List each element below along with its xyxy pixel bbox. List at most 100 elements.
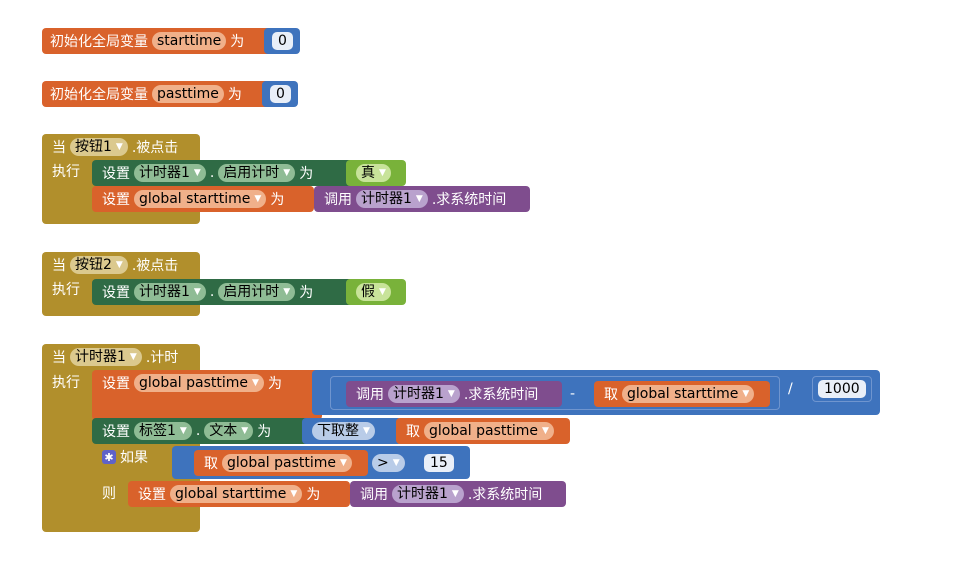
- dropdown-arrow-icon: ▼: [451, 489, 459, 499]
- dropdown-arrow-icon: ▼: [129, 352, 137, 362]
- call-label: 调用: [356, 387, 384, 403]
- component-dropdown[interactable]: 按钮2▼: [70, 256, 128, 274]
- set-property-block[interactable]: [92, 418, 310, 444]
- do-label: 执行: [52, 282, 80, 298]
- math-function-dropdown[interactable]: 下取整▼: [312, 422, 375, 440]
- dot-label: .: [209, 165, 215, 181]
- variable-dropdown[interactable]: global starttime▼: [622, 385, 755, 403]
- dot-label: .: [209, 284, 215, 300]
- variable-text: global pasttime: [227, 455, 337, 471]
- dropdown-arrow-icon: ▼: [415, 194, 423, 204]
- get-label: 取: [406, 424, 420, 440]
- component-dropdown[interactable]: 计时器1▼: [134, 164, 206, 182]
- when-label: 当: [52, 140, 66, 156]
- comparison-text: >: [377, 455, 389, 471]
- component-text: 计时器1: [361, 191, 412, 207]
- component-text: 计时器1: [139, 284, 190, 300]
- component-text: 计时器1: [139, 165, 190, 181]
- to-label: 为: [270, 192, 285, 208]
- component-dropdown[interactable]: 标签1▼: [134, 422, 192, 440]
- dropdown-arrow-icon: ▼: [447, 389, 455, 399]
- dropdown-arrow-icon: ▼: [290, 489, 298, 499]
- variable-dropdown[interactable]: global starttime▼: [170, 485, 303, 503]
- variable-text: global pasttime: [429, 423, 539, 439]
- set-label: 设置: [102, 424, 130, 440]
- var-name-field[interactable]: pasttime: [152, 85, 224, 103]
- variable-dropdown[interactable]: global pasttime▼: [424, 422, 554, 440]
- var-name-field[interactable]: starttime: [152, 32, 227, 50]
- variable-dropdown[interactable]: global pasttime▼: [222, 454, 352, 472]
- dropdown-arrow-icon: ▼: [283, 168, 291, 178]
- comparison-dropdown[interactable]: >▼: [372, 454, 405, 472]
- to-label: 为: [299, 285, 314, 301]
- property-dropdown[interactable]: 启用计时▼: [218, 164, 296, 182]
- get-label: 取: [204, 456, 218, 472]
- component-text: 按钮2: [75, 257, 112, 273]
- when-label: 当: [52, 258, 66, 274]
- boolean-text: 假: [361, 284, 375, 300]
- dropdown-arrow-icon: ▼: [241, 426, 249, 436]
- dropdown-arrow-icon: ▼: [193, 168, 201, 178]
- variable-text: global starttime: [175, 486, 287, 502]
- method-label: .求系统时间: [431, 192, 507, 208]
- divide-operator: /: [788, 381, 793, 397]
- property-dropdown[interactable]: 启用计时▼: [218, 283, 296, 301]
- boolean-dropdown[interactable]: 假▼: [356, 283, 391, 301]
- if-label: 如果: [120, 450, 148, 466]
- variable-text: global starttime: [139, 191, 251, 207]
- var-name-text: pasttime: [157, 86, 219, 102]
- property-text: 启用计时: [223, 284, 280, 300]
- component-text: 计时器1: [75, 349, 126, 365]
- property-text: 启用计时: [223, 165, 280, 181]
- number-field[interactable]: 0: [270, 85, 291, 103]
- dot-label: .: [195, 423, 201, 439]
- math-function-text: 下取整: [317, 423, 359, 439]
- component-dropdown[interactable]: 计时器1▼: [356, 190, 428, 208]
- set-label: 设置: [102, 192, 130, 208]
- set-label: 设置: [102, 166, 130, 182]
- event-label: .被点击: [131, 258, 179, 274]
- component-dropdown[interactable]: 计时器1▼: [388, 385, 460, 403]
- minus-operator: -: [570, 386, 576, 402]
- to-label: 为: [267, 376, 282, 392]
- to-label: 为: [306, 487, 321, 503]
- dropdown-arrow-icon: ▼: [283, 287, 291, 297]
- gear-icon[interactable]: ✱: [102, 450, 116, 464]
- do-label: 执行: [52, 375, 80, 391]
- dropdown-arrow-icon: ▼: [542, 426, 549, 436]
- get-label: 取: [604, 387, 618, 403]
- as-label: 为: [230, 34, 245, 50]
- variable-dropdown[interactable]: global starttime▼: [134, 190, 267, 208]
- boolean-dropdown[interactable]: 真▼: [356, 164, 391, 182]
- component-dropdown[interactable]: 计时器1▼: [70, 348, 142, 366]
- variable-dropdown[interactable]: global pasttime▼: [134, 374, 264, 392]
- number-field[interactable]: 15: [424, 454, 454, 472]
- event-label: .被点击: [131, 140, 179, 156]
- property-text: 文本: [209, 423, 238, 439]
- variable-text: global pasttime: [139, 375, 249, 391]
- dropdown-arrow-icon: ▼: [115, 142, 123, 152]
- component-dropdown[interactable]: 计时器1▼: [134, 283, 206, 301]
- method-label: .求系统时间: [467, 487, 543, 503]
- init-global-label: 初始化全局变量: [50, 87, 148, 103]
- then-label: 则: [102, 486, 116, 502]
- event-label: .计时: [145, 350, 179, 366]
- component-dropdown[interactable]: 按钮1▼: [70, 138, 128, 156]
- component-text: 标签1: [139, 423, 176, 439]
- set-label: 设置: [138, 487, 166, 503]
- dropdown-arrow-icon: ▼: [392, 458, 400, 468]
- dropdown-arrow-icon: ▼: [340, 458, 347, 468]
- dropdown-arrow-icon: ▼: [179, 426, 187, 436]
- call-label: 调用: [360, 487, 388, 503]
- set-label: 设置: [102, 376, 130, 392]
- property-dropdown[interactable]: 文本▼: [204, 422, 254, 440]
- component-dropdown[interactable]: 计时器1▼: [392, 485, 464, 503]
- component-text: 计时器1: [397, 486, 448, 502]
- dropdown-arrow-icon: ▼: [115, 260, 123, 270]
- to-label: 为: [257, 424, 272, 440]
- dropdown-arrow-icon: ▼: [193, 287, 201, 297]
- number-field[interactable]: 1000: [818, 380, 866, 398]
- component-text: 计时器1: [393, 386, 444, 402]
- when-label: 当: [52, 350, 66, 366]
- number-field[interactable]: 0: [272, 32, 293, 50]
